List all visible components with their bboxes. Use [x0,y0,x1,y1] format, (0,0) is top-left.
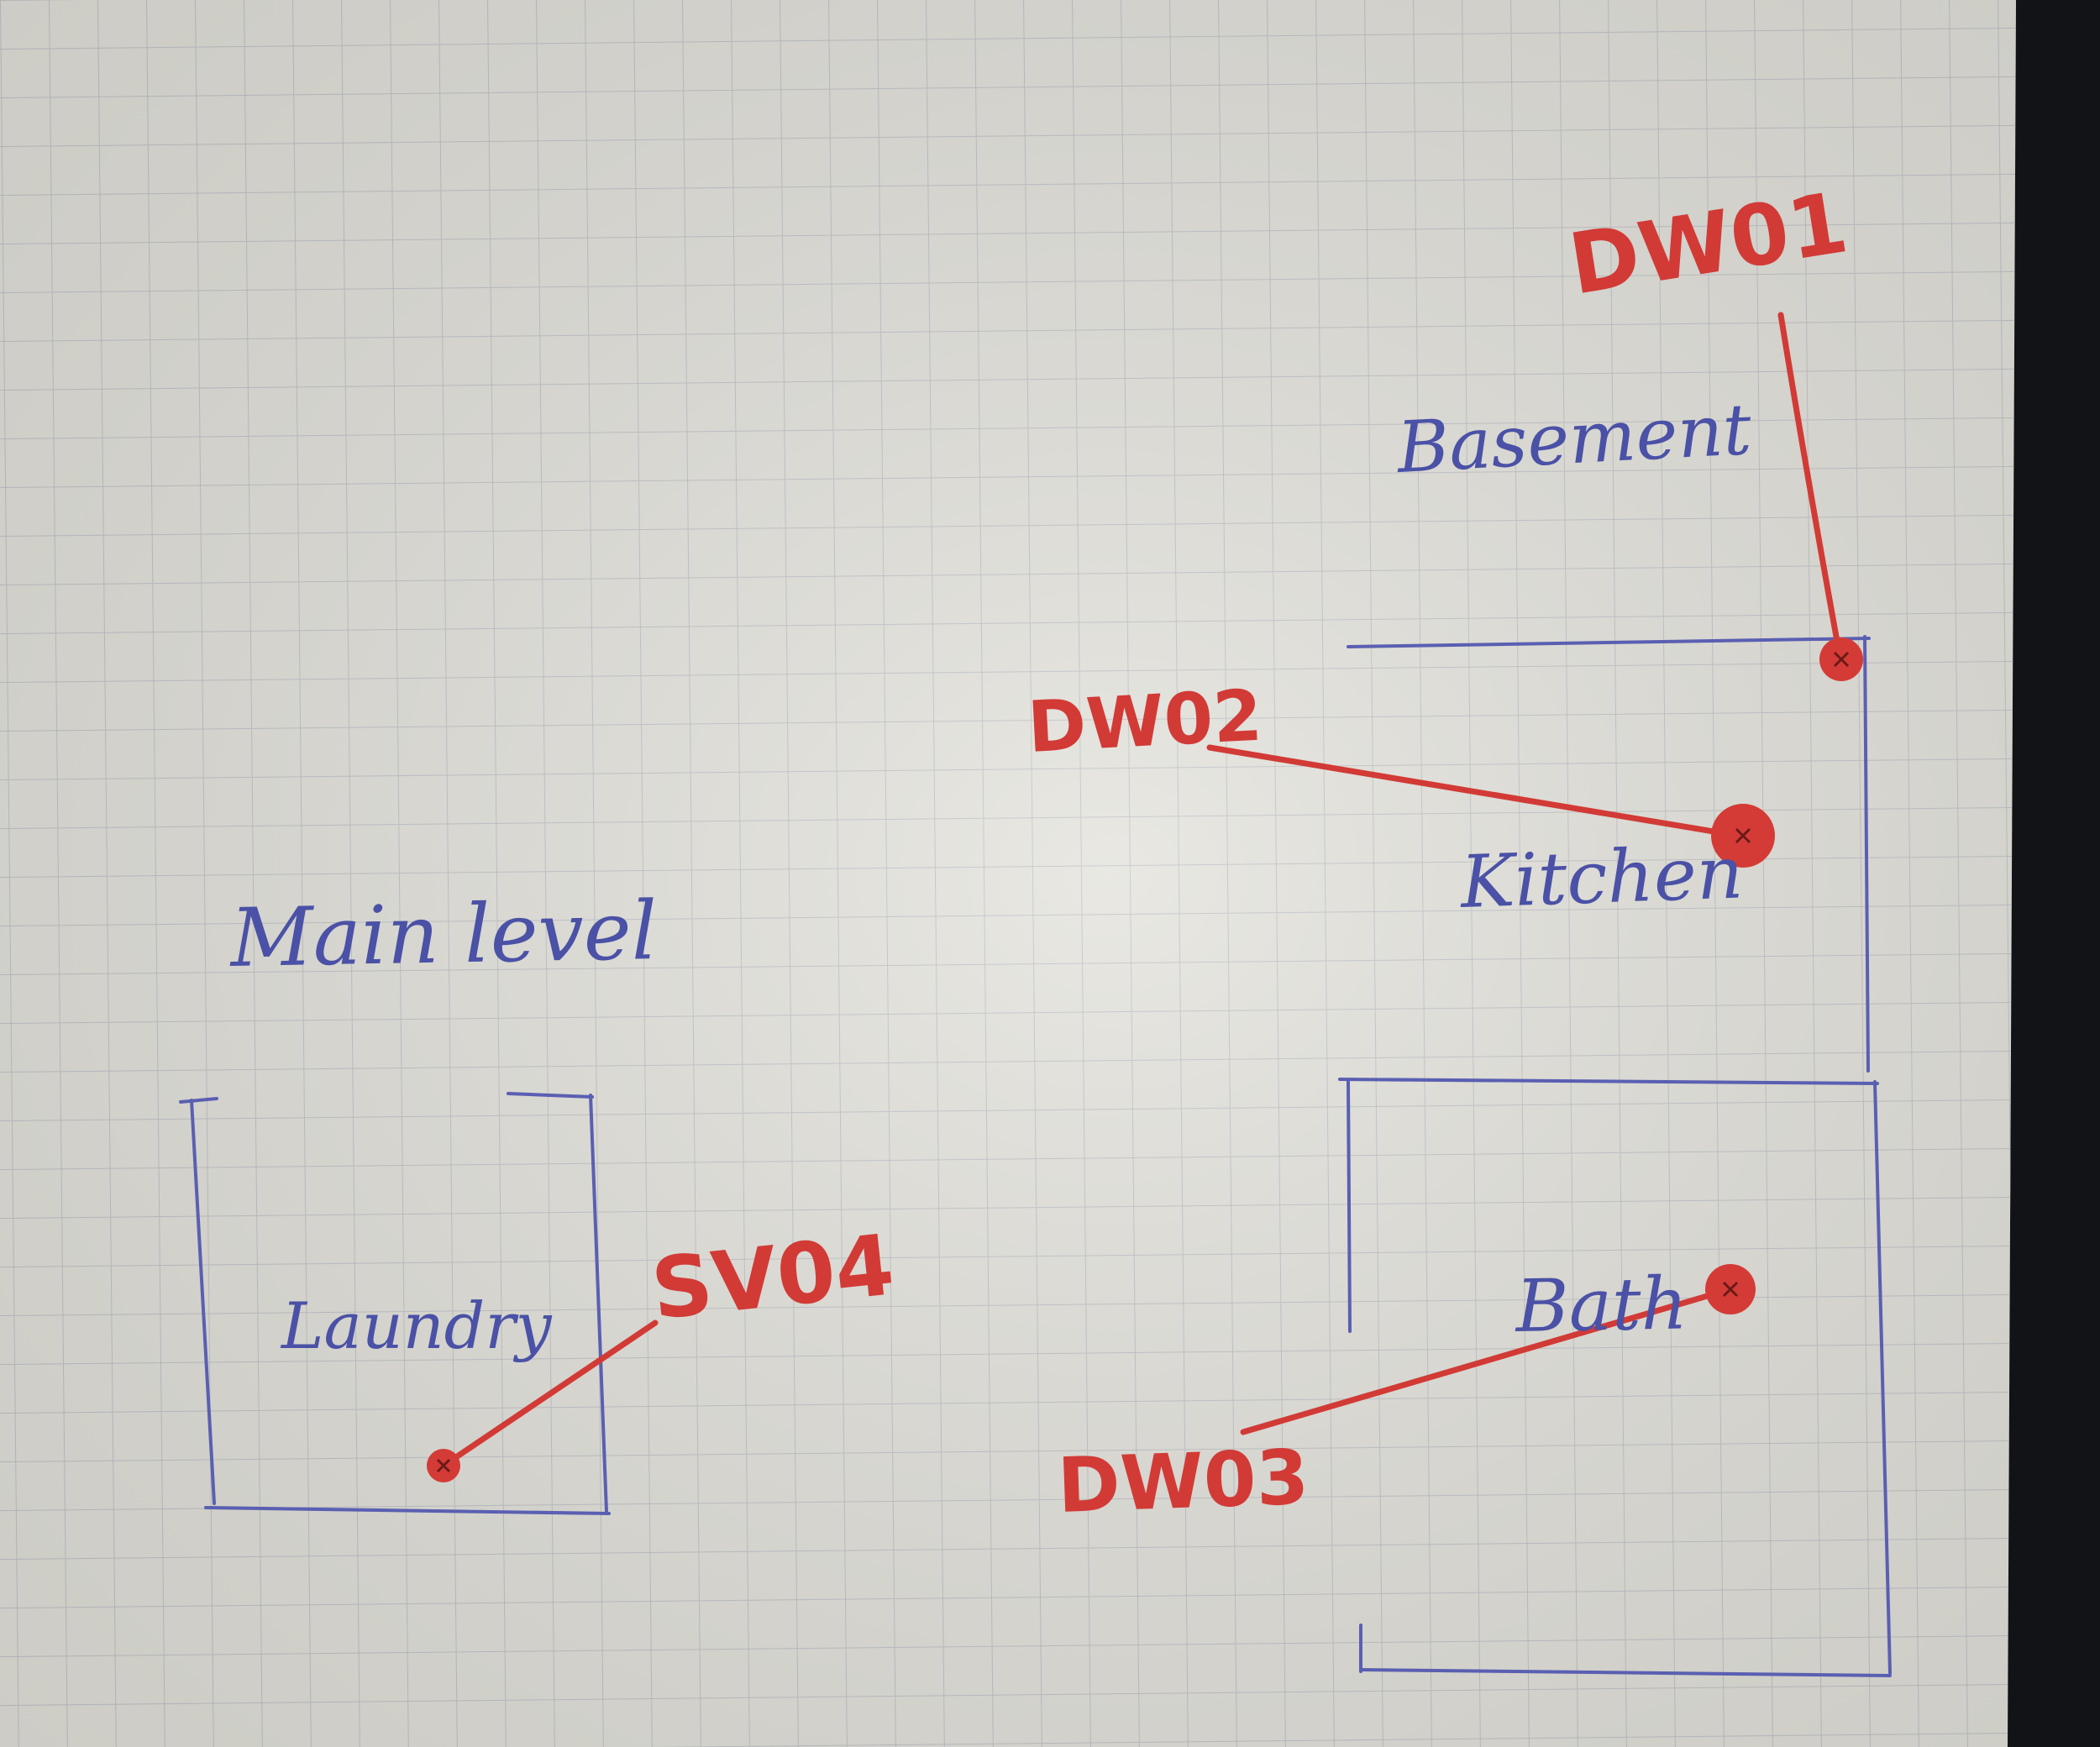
bath-label: Bath [1514,1262,1688,1349]
marker-leaders [440,312,1843,1469]
bath-outline [1338,1078,1892,1677]
basement-label: Basement [1394,388,1754,489]
dw03-leader [1240,1286,1734,1435]
main-level-label: Main level [228,884,658,985]
sv04-leader [440,1319,659,1469]
marker-crosses [436,651,1850,1473]
kitchen-outline [1347,635,1871,1073]
kitchen-label: Kitchen [1457,831,1744,925]
dw03-label: DW03 [1056,1434,1310,1530]
laundry-label: Laundry [280,1288,553,1363]
dw02-label: DW02 [1026,674,1264,768]
marker-points [427,637,1863,1482]
dw01-leader [1777,312,1843,658]
paper-shading [0,0,2016,1747]
dw02-leader [1206,744,1742,839]
laundry-outline [179,1092,611,1515]
